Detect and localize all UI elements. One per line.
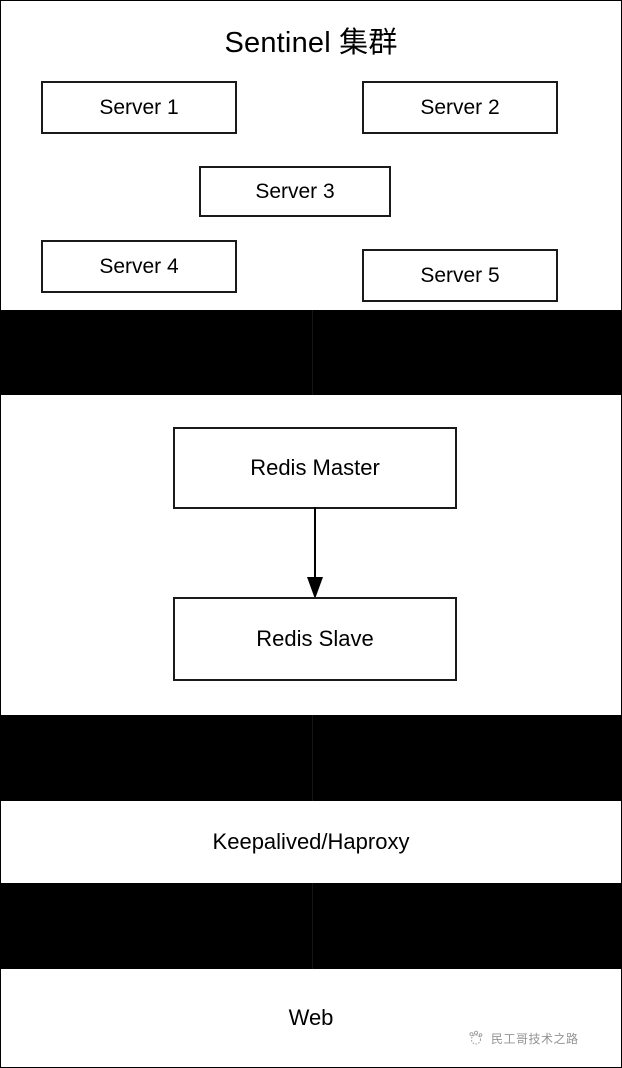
- node-server-2[interactable]: Server 2: [362, 81, 558, 134]
- watermark: 民工哥技术之路: [467, 1029, 579, 1047]
- section-separator-1: [1, 310, 621, 395]
- node-redis-slave[interactable]: Redis Slave: [173, 597, 457, 681]
- section-separator-3: [1, 883, 621, 969]
- sentinel-cluster-title: Sentinel 集群: [224, 27, 398, 59]
- node-server-1-label: Server 1: [99, 95, 179, 119]
- paw-logo-icon: [469, 1030, 483, 1045]
- node-redis-slave-label: Redis Slave: [256, 626, 374, 651]
- watermark-text: 民工哥技术之路: [491, 1031, 579, 1046]
- section-separator-2: [1, 715, 621, 801]
- web-label: Web: [288, 1005, 334, 1030]
- node-redis-master[interactable]: Redis Master: [173, 427, 457, 509]
- separator-artifact-line-2: [312, 715, 313, 801]
- node-server-3-label: Server 3: [255, 179, 335, 203]
- node-server-5[interactable]: Server 5: [362, 249, 558, 302]
- node-redis-master-label: Redis Master: [250, 455, 380, 480]
- node-server-3[interactable]: Server 3: [199, 166, 391, 217]
- keepalived-haproxy-label: Keepalived/Haproxy: [212, 829, 410, 854]
- arrow-master-to-slave-icon: [307, 507, 323, 599]
- separator-artifact-line-3: [312, 883, 313, 969]
- node-server-5-label: Server 5: [420, 263, 500, 287]
- node-server-2-label: Server 2: [420, 95, 500, 119]
- node-server-4-label: Server 4: [99, 254, 179, 278]
- node-server-4[interactable]: Server 4: [41, 240, 237, 293]
- separator-artifact-line-1: [312, 310, 313, 395]
- section-keepalived: [1, 801, 621, 883]
- node-server-1[interactable]: Server 1: [41, 81, 237, 134]
- section-web: [1, 969, 621, 1067]
